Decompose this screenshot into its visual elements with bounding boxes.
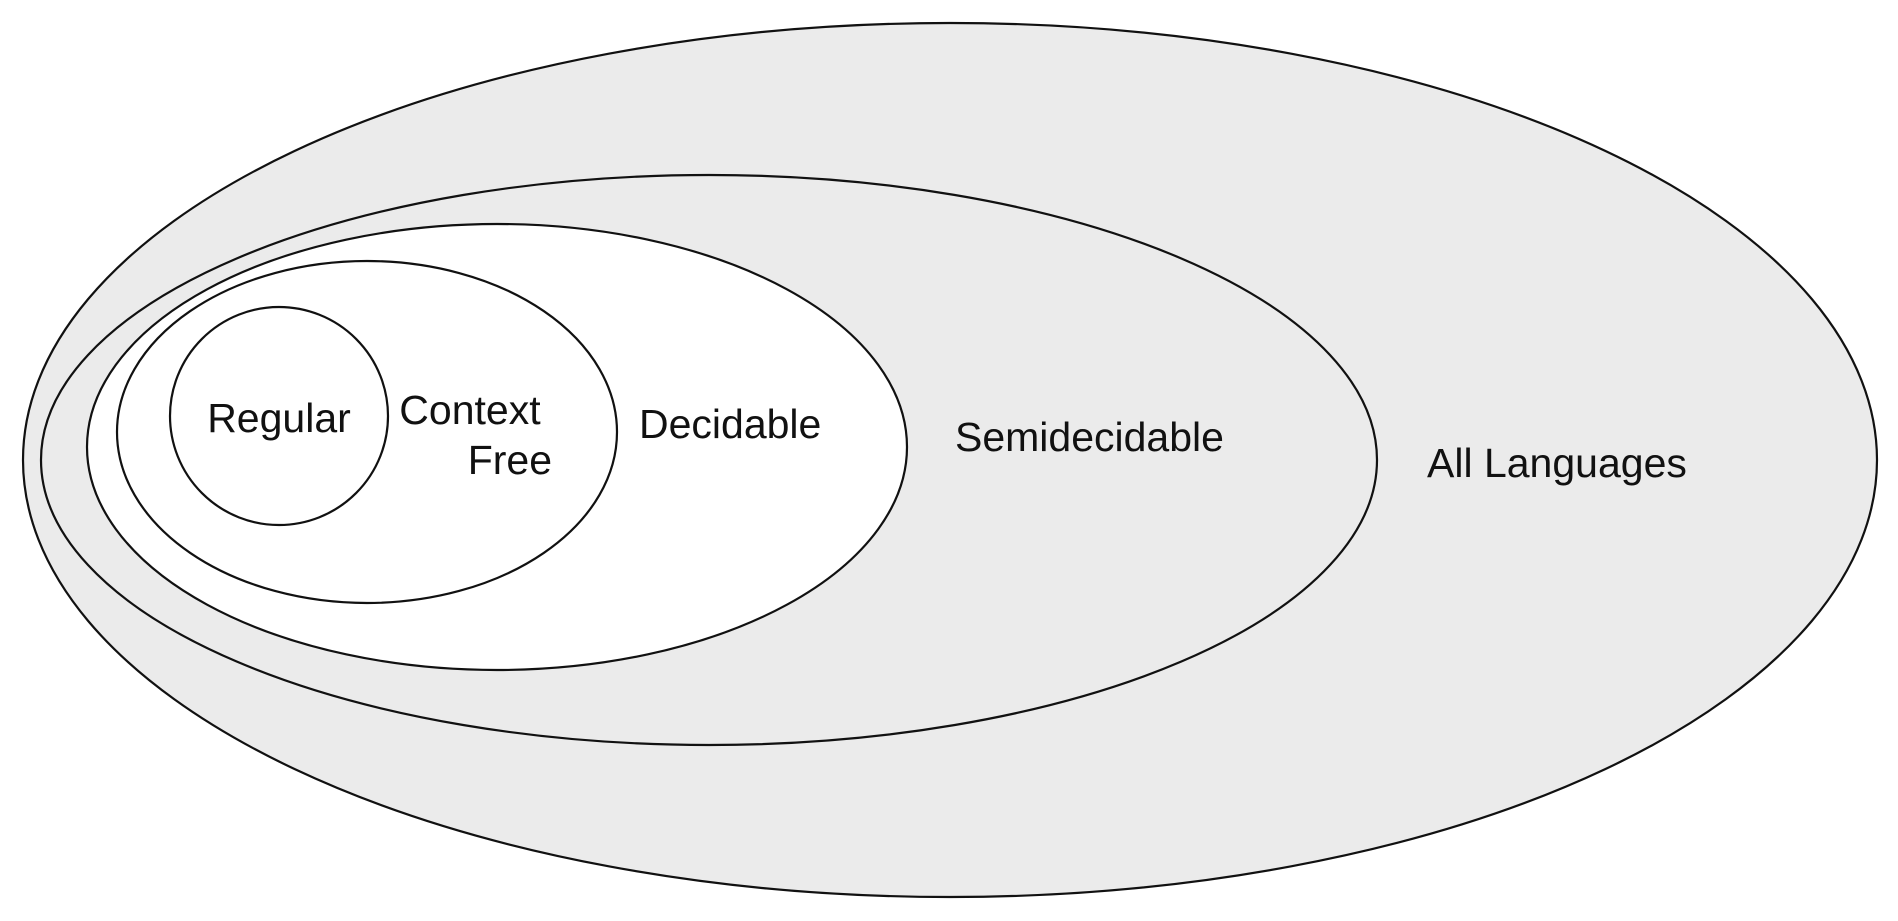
context-free-label-line-2: Free — [468, 437, 552, 483]
regular-label-line: Regular — [207, 395, 351, 441]
semidecidable-label-line: Semidecidable — [955, 414, 1224, 460]
all-languages-label: All Languages — [1427, 440, 1687, 486]
context-free-label: Context Free — [399, 387, 552, 483]
semidecidable-label: Semidecidable — [955, 414, 1224, 460]
decidable-label-line: Decidable — [639, 401, 821, 447]
all-languages-label-line: All Languages — [1427, 440, 1687, 486]
regular-label: Regular — [207, 395, 351, 441]
regular-region: Regular — [168, 305, 390, 527]
context-free-label-line-1: Context — [399, 387, 541, 433]
decidable-label: Decidable — [639, 401, 821, 447]
regular-circle — [168, 305, 390, 527]
